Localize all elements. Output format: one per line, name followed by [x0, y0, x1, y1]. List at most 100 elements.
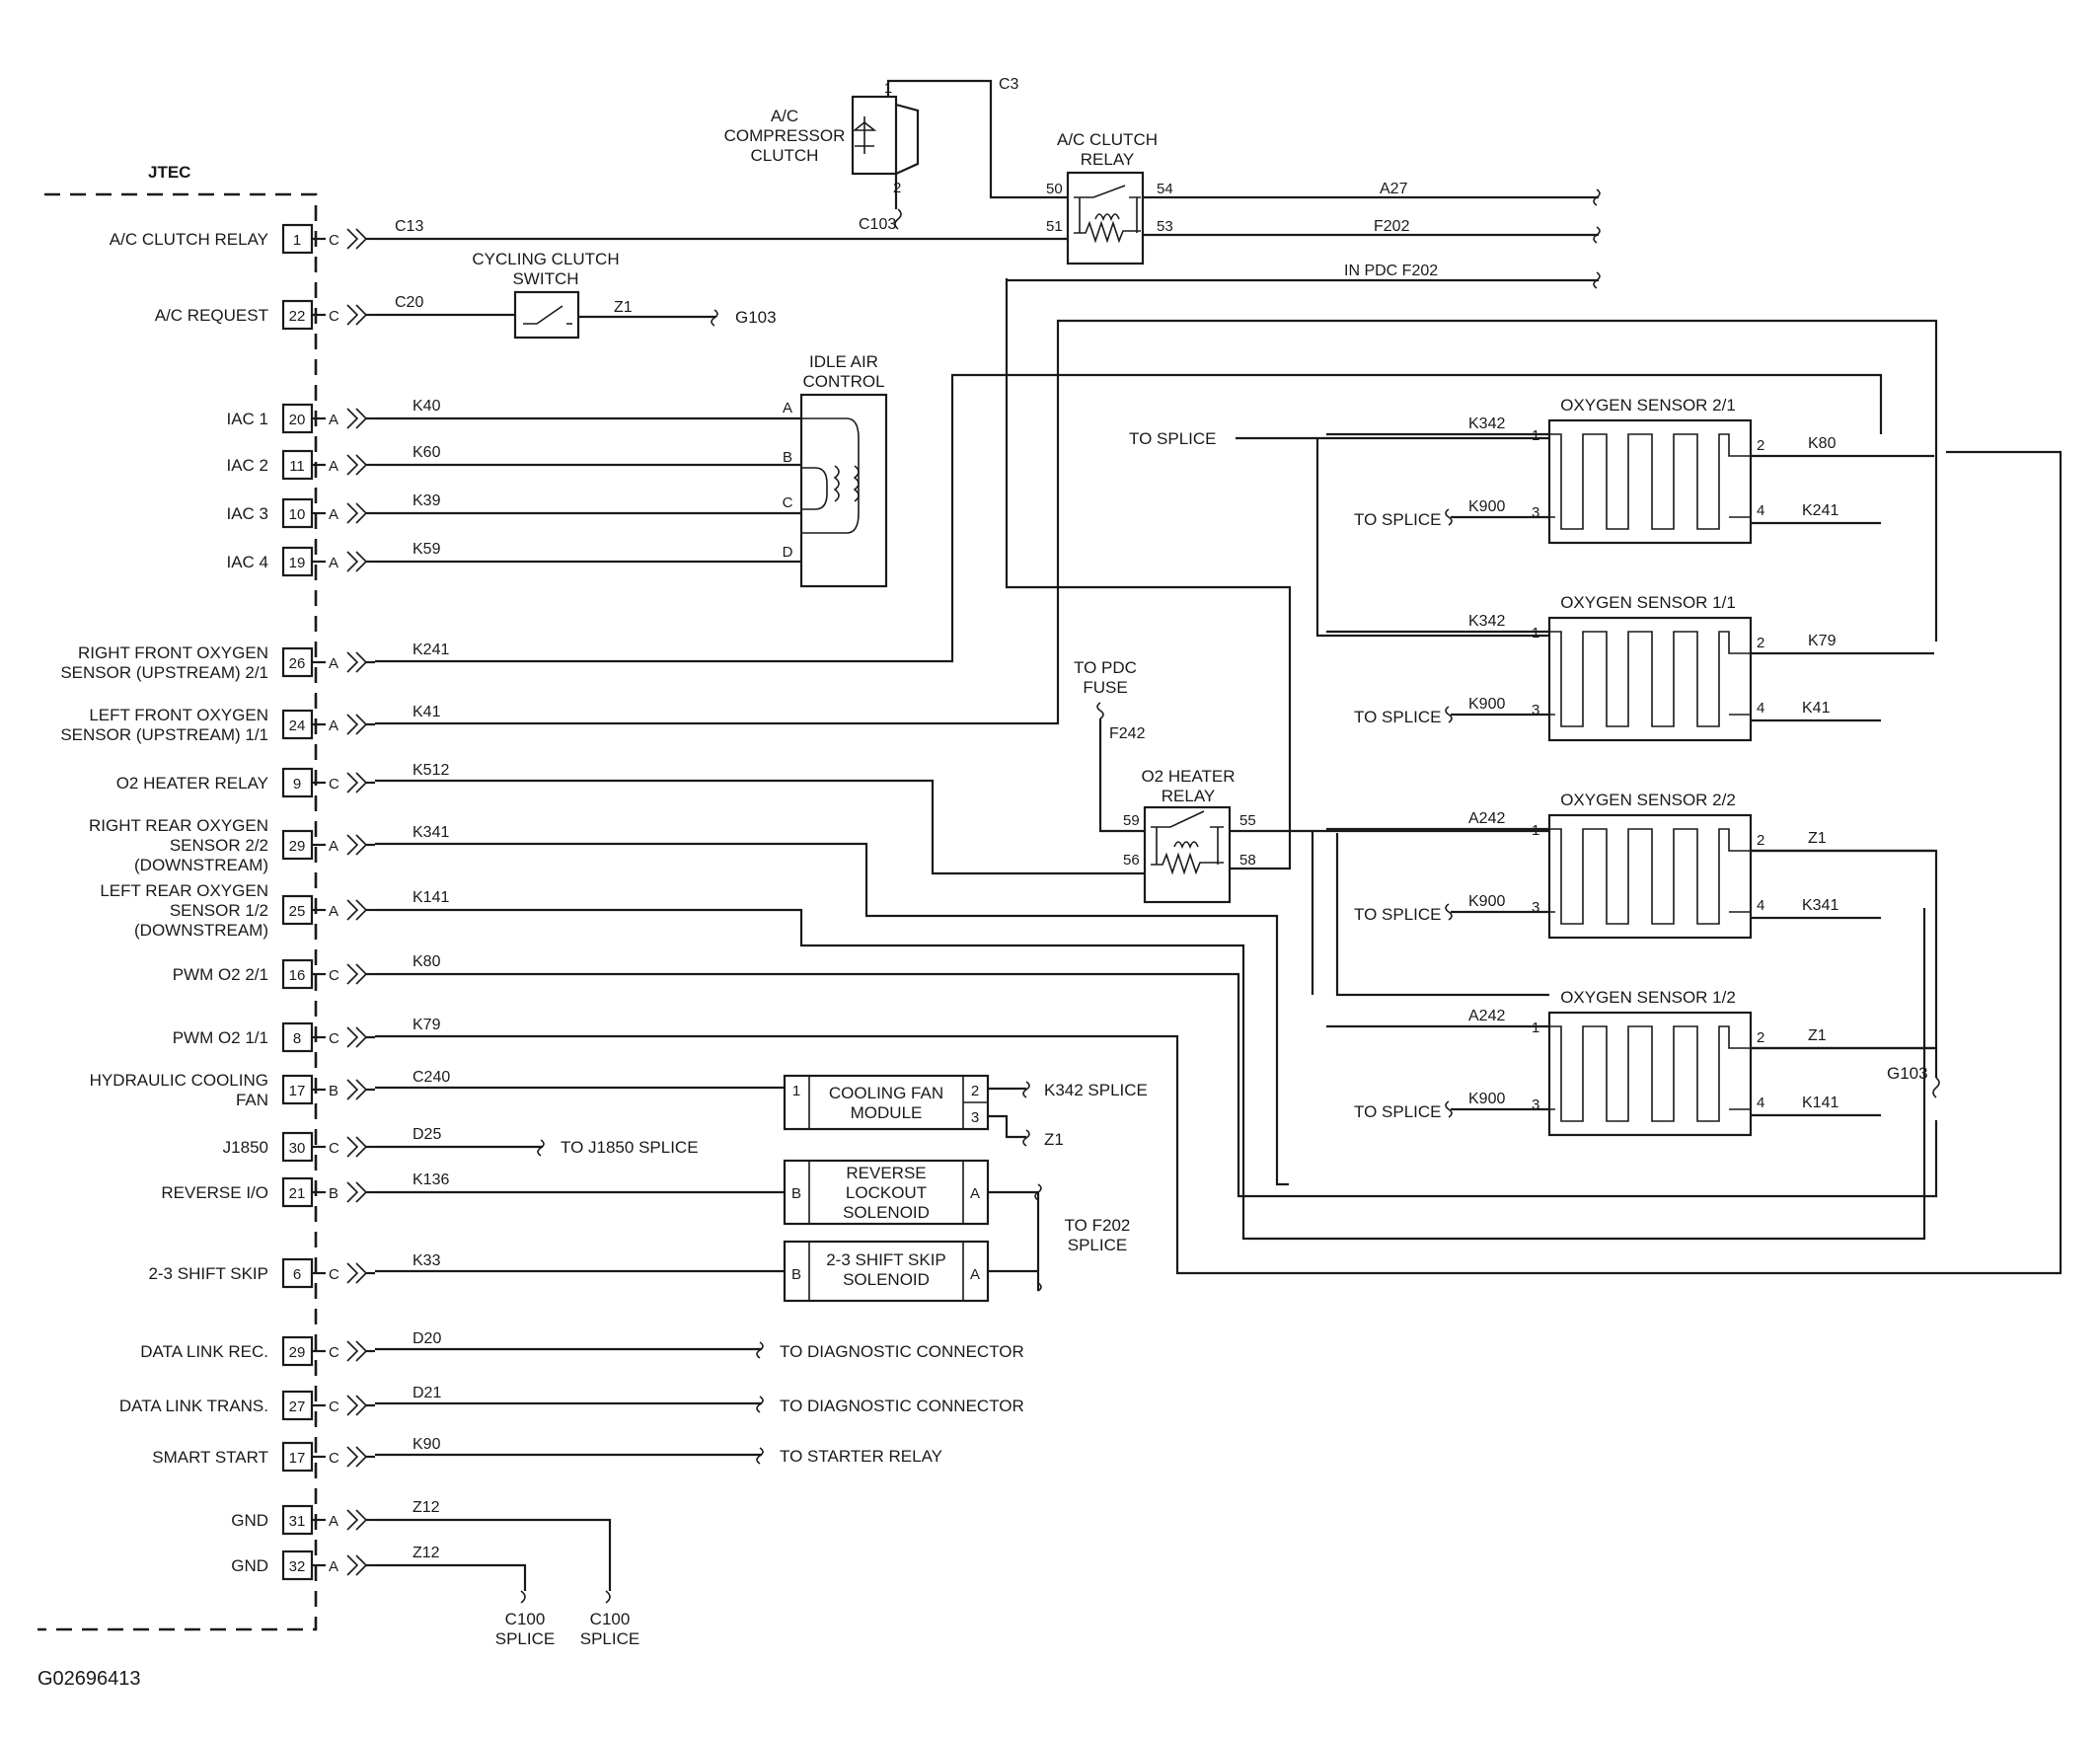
connector-letter: A — [329, 903, 338, 920]
sensor-wire-1: K342 — [1468, 416, 1505, 432]
wire-code: K141 — [412, 889, 449, 906]
pin-number: 17 — [289, 1450, 306, 1467]
pin-number: 21 — [289, 1185, 306, 1202]
pin-label: (DOWNSTREAM) — [134, 921, 268, 940]
wire-code: K39 — [412, 492, 441, 509]
sensor-wire-3: K900 — [1468, 498, 1505, 515]
svg-text:D: D — [783, 544, 793, 561]
wire-code: K136 — [412, 1172, 449, 1188]
pin-label: IAC 2 — [226, 456, 268, 475]
wire-code: K40 — [412, 398, 441, 415]
connector-letter: C — [329, 776, 339, 793]
connector-letter: C — [329, 1344, 339, 1361]
sensor-to-splice: TO SPLICE — [1354, 905, 1442, 924]
svg-text:C3: C3 — [999, 76, 1019, 93]
svg-text:59: 59 — [1123, 812, 1140, 829]
svg-text:SOLENOID: SOLENOID — [843, 1203, 930, 1222]
svg-text:REVERSE: REVERSE — [846, 1164, 926, 1182]
pin-number: 31 — [289, 1513, 306, 1530]
pin-label: IAC 1 — [226, 410, 268, 428]
wire-code: C240 — [412, 1069, 450, 1086]
pin-label: REVERSE I/O — [161, 1183, 268, 1202]
svg-text:SWITCH: SWITCH — [512, 269, 578, 288]
sensor-wire-4: K341 — [1802, 897, 1838, 914]
connector-letter: A — [329, 412, 338, 428]
sensor-pin: 2 — [1757, 1029, 1764, 1046]
svg-text:IN PDC F202: IN PDC F202 — [1344, 263, 1438, 279]
svg-text:A27: A27 — [1380, 181, 1408, 197]
sensor-wire-4: K241 — [1802, 502, 1838, 519]
sensor-pin: 1 — [1532, 625, 1539, 642]
pin-number: 26 — [289, 655, 306, 672]
reverse-lockout-solenoid: REVERSE LOCKOUT SOLENOID B A — [783, 1159, 990, 1226]
svg-text:A: A — [970, 1266, 980, 1283]
sensor-wire-4: K141 — [1802, 1095, 1838, 1111]
pin-label: GND — [231, 1511, 268, 1530]
svg-text:1: 1 — [884, 80, 892, 97]
pin-label: O2 HEATER RELAY — [116, 774, 268, 793]
pin-box — [281, 1390, 314, 1421]
svg-text:COMPRESSOR: COMPRESSOR — [724, 126, 846, 145]
pin-box — [281, 829, 314, 861]
sensor-wire-3: K900 — [1468, 893, 1505, 910]
sensor-title: OXYGEN SENSOR 1/2 — [1560, 988, 1736, 1007]
wire-code: D20 — [412, 1330, 441, 1347]
wire-code: D25 — [412, 1126, 441, 1143]
svg-text:LOCKOUT: LOCKOUT — [846, 1183, 927, 1202]
svg-text:O2 HEATER: O2 HEATER — [1141, 767, 1235, 786]
sensor-wire-1: A242 — [1468, 810, 1505, 827]
pin-label: RIGHT REAR OXYGEN — [89, 816, 268, 835]
svg-text:B: B — [783, 449, 792, 466]
pin-number: 17 — [289, 1083, 306, 1099]
sensor-wire-3: K900 — [1468, 696, 1505, 713]
pin-box — [281, 1074, 314, 1105]
connector-letter: A — [329, 1558, 338, 1575]
svg-text:TO PDC: TO PDC — [1074, 658, 1137, 677]
wire-code: K41 — [412, 704, 441, 720]
pin-box — [281, 1131, 314, 1163]
pin-number: 11 — [289, 458, 305, 475]
wire-code: K512 — [412, 762, 449, 779]
pin-number: 20 — [289, 412, 306, 428]
svg-text:IDLE AIR: IDLE AIR — [809, 352, 878, 371]
f202-splice-label: TO F202 — [1065, 1216, 1131, 1235]
svg-text:B: B — [791, 1185, 801, 1202]
pin-label: (DOWNSTREAM) — [134, 856, 268, 874]
svg-text:B: B — [791, 1266, 801, 1283]
sensor-pin: 4 — [1757, 502, 1764, 519]
f202-splice-label-2: SPLICE — [1068, 1236, 1127, 1254]
idle-air-control: IDLE AIR CONTROL A B C D — [783, 352, 888, 588]
pin-number: 29 — [289, 838, 306, 855]
pin-box — [281, 1504, 314, 1536]
pin-label: DATA LINK REC. — [140, 1342, 268, 1361]
pin-label: HYDRAULIC COOLING — [90, 1071, 268, 1090]
sensor-pin: 1 — [1532, 427, 1539, 444]
pin-label: LEFT REAR OXYGEN — [100, 881, 268, 900]
cycling-clutch-switch: CYCLING CLUTCH SWITCH Z1 G103 — [472, 250, 777, 340]
sensor-title: OXYGEN SENSOR 1/1 — [1560, 593, 1736, 612]
svg-text:56: 56 — [1123, 852, 1140, 869]
pin-row-iac1: IAC 1 20 A K40 — [226, 398, 441, 434]
sensor-ground: G103 — [1887, 1064, 1928, 1083]
pin-number: 8 — [293, 1030, 301, 1047]
svg-text:CLUTCH: CLUTCH — [751, 146, 819, 165]
svg-text:RELAY: RELAY — [1081, 150, 1135, 169]
wire-code: K79 — [412, 1017, 441, 1033]
wire-code: C20 — [395, 294, 423, 311]
sensor-title: OXYGEN SENSOR 2/1 — [1560, 396, 1736, 415]
connector-letter: A — [329, 458, 338, 475]
sensor-wire-2: K80 — [1808, 435, 1837, 452]
svg-text:COOLING FAN: COOLING FAN — [829, 1084, 943, 1102]
svg-text:58: 58 — [1239, 852, 1256, 869]
sensor-wire-1: A242 — [1468, 1008, 1505, 1024]
